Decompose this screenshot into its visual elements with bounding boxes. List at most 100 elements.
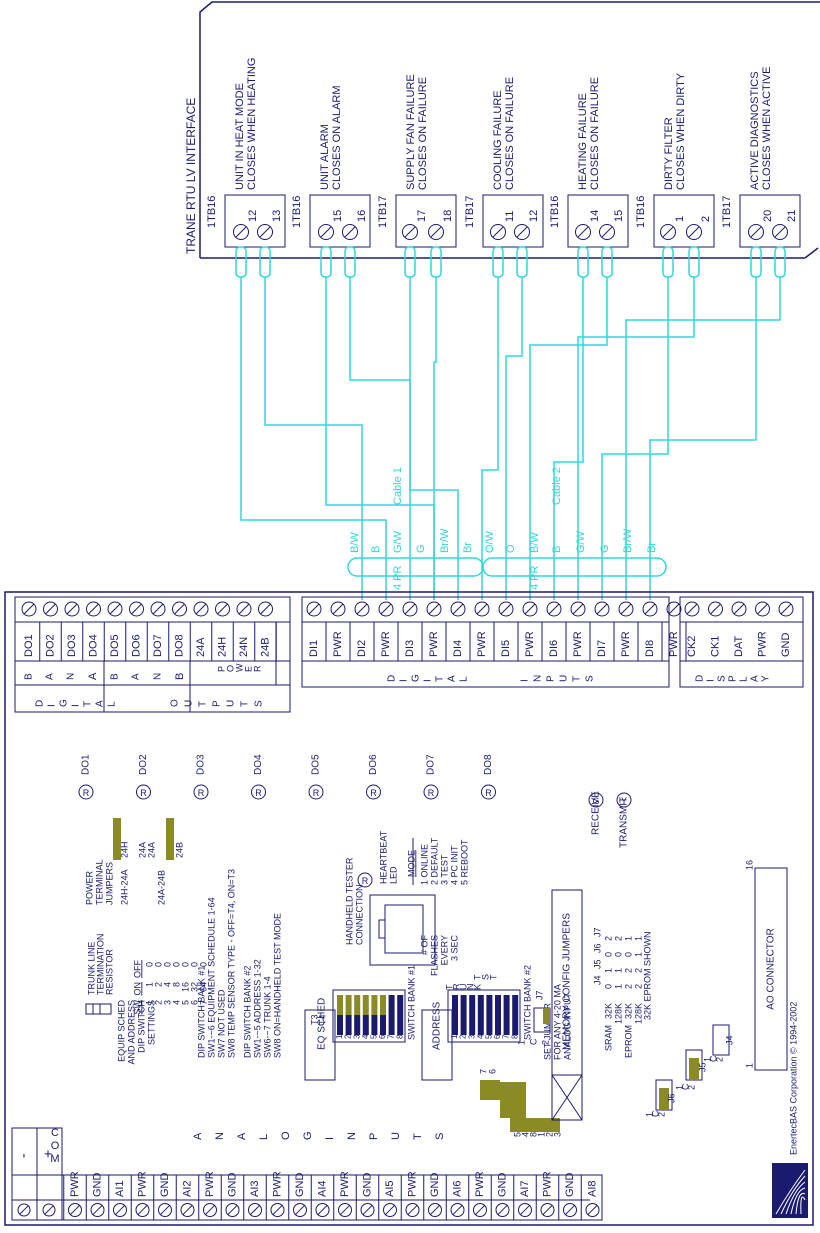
ai-footer-letter: P <box>368 1133 380 1140</box>
bank2-test-letter: T <box>488 974 498 980</box>
sw-table-off: 0 <box>189 962 199 967</box>
screw-slot <box>452 1205 463 1215</box>
do-bank-a-tag: A <box>87 672 99 680</box>
bank2-switch-base <box>460 1015 467 1035</box>
screw-circle <box>495 1203 510 1217</box>
power-jumper-24a-24b <box>166 818 174 860</box>
screw-circle <box>248 1203 262 1217</box>
power-jumper-pin: 24B <box>174 842 184 858</box>
wire-ferrule <box>320 246 332 278</box>
screw-circle <box>113 1203 127 1217</box>
screw-slot <box>317 1205 328 1215</box>
screw-slot <box>137 1205 148 1215</box>
display-footer-letter: S <box>717 675 728 682</box>
j6-label: J6 <box>666 1093 676 1103</box>
memory-row-value: 2 <box>613 936 623 941</box>
screw-slot <box>250 1205 260 1215</box>
screw-circle <box>383 1203 397 1217</box>
screw-circle <box>258 601 273 617</box>
screw-circle <box>474 601 490 617</box>
cable1-wire-color: Br <box>462 542 474 553</box>
screw-slot <box>115 1205 125 1215</box>
bank2-switch-base <box>495 1015 501 1035</box>
signal-wire <box>577 277 695 600</box>
di-terminal-screw <box>666 601 682 617</box>
j6-pin: C <box>650 1110 660 1117</box>
di-terminal-screw <box>450 601 466 617</box>
receive-label: RECEIVE <box>591 791 602 835</box>
ai-footer-letter: N <box>214 1132 226 1140</box>
bank1-switch-7 <box>388 995 395 1015</box>
screw-circle <box>405 1203 420 1217</box>
handheld-label: CONNECTION <box>354 885 364 946</box>
ai-jumper-top-num: 6 <box>487 1069 497 1074</box>
dip1-note: SW1-~6 EQUIPMENT SCHEDULE 1-64 <box>206 897 216 1058</box>
do-led-letter: R <box>370 788 377 798</box>
sw-table-header: OFF <box>132 960 142 978</box>
bank2-switch-number: 1 <box>450 1034 459 1039</box>
ai-terminal-label: PWR <box>136 1171 148 1197</box>
screw-slot <box>780 603 792 615</box>
screw-circle <box>64 601 80 617</box>
ai-footer-letter: T <box>412 1133 424 1140</box>
do-bank-a-letter: N <box>66 673 77 680</box>
bank1-switch-number: 8 <box>395 1034 404 1039</box>
screw-slot <box>686 603 698 615</box>
bank1-switch-number: 5 <box>370 1034 379 1039</box>
sw-table-sw: 2 <box>153 1000 163 1005</box>
ai-terminal-screw <box>405 1203 420 1217</box>
screw-circle <box>203 1203 217 1217</box>
bank2-test-letter: T <box>472 974 482 980</box>
bank1-switch-2 <box>345 995 352 1015</box>
screw-slot <box>750 226 762 238</box>
wire-ferrule <box>688 246 700 278</box>
heartbeat-title: HEARTBEAT <box>378 830 388 884</box>
screw-circle <box>158 1203 172 1217</box>
do-power-letter: E <box>243 666 253 672</box>
do-led-circle <box>366 784 381 800</box>
ai-terminal-screw <box>248 1203 262 1217</box>
do-terminal-label: 24H <box>216 637 228 657</box>
terminal-block <box>309 194 371 248</box>
di-footer-letter: I <box>399 679 410 682</box>
ai-jumper-top <box>480 1080 500 1100</box>
di-terminal-label: PWR <box>668 631 680 657</box>
com-minus-screw <box>17 1203 31 1217</box>
memory-row-value: 2 <box>623 968 633 973</box>
ai-terminal-screw <box>518 1203 532 1217</box>
screw-slot <box>492 226 504 238</box>
display-footer-letter: I <box>706 679 717 682</box>
cable2-wire-color: G/W <box>575 530 587 553</box>
screw-slot <box>428 603 440 615</box>
do-led-circle <box>481 784 496 800</box>
screw-circle <box>233 224 249 240</box>
bank2-trunk-letter: K <box>472 984 482 990</box>
bank1-switch-5 <box>371 995 378 1015</box>
sw-table-sw: 7 <box>198 1000 208 1005</box>
ai-terminal-label: GND <box>429 1173 441 1198</box>
do-terminal-label: DO4 <box>87 634 99 657</box>
bank2-test-letter: S <box>480 974 490 980</box>
screw-circle <box>585 1203 600 1217</box>
com-plus-sign: + <box>40 1150 56 1158</box>
screw-circle <box>17 1203 31 1217</box>
j7-jumper-cap <box>543 1008 550 1024</box>
memory-row-value: 0 <box>613 952 623 957</box>
display-terminal-screw <box>731 601 747 617</box>
bank2-switch-number: 4 <box>476 1034 485 1039</box>
signal-wire <box>264 277 363 600</box>
handheld-jack-tab <box>378 919 386 939</box>
signal-wire <box>553 277 584 600</box>
com-letter: M <box>50 1153 59 1165</box>
bank2-trunk-letter: T <box>444 984 454 990</box>
cable2-pairs: 4 PR <box>529 565 541 590</box>
signal-wire <box>481 277 499 600</box>
di-terminal-label: PWR <box>572 631 584 657</box>
power-jumper-pin: 24A <box>137 842 147 858</box>
